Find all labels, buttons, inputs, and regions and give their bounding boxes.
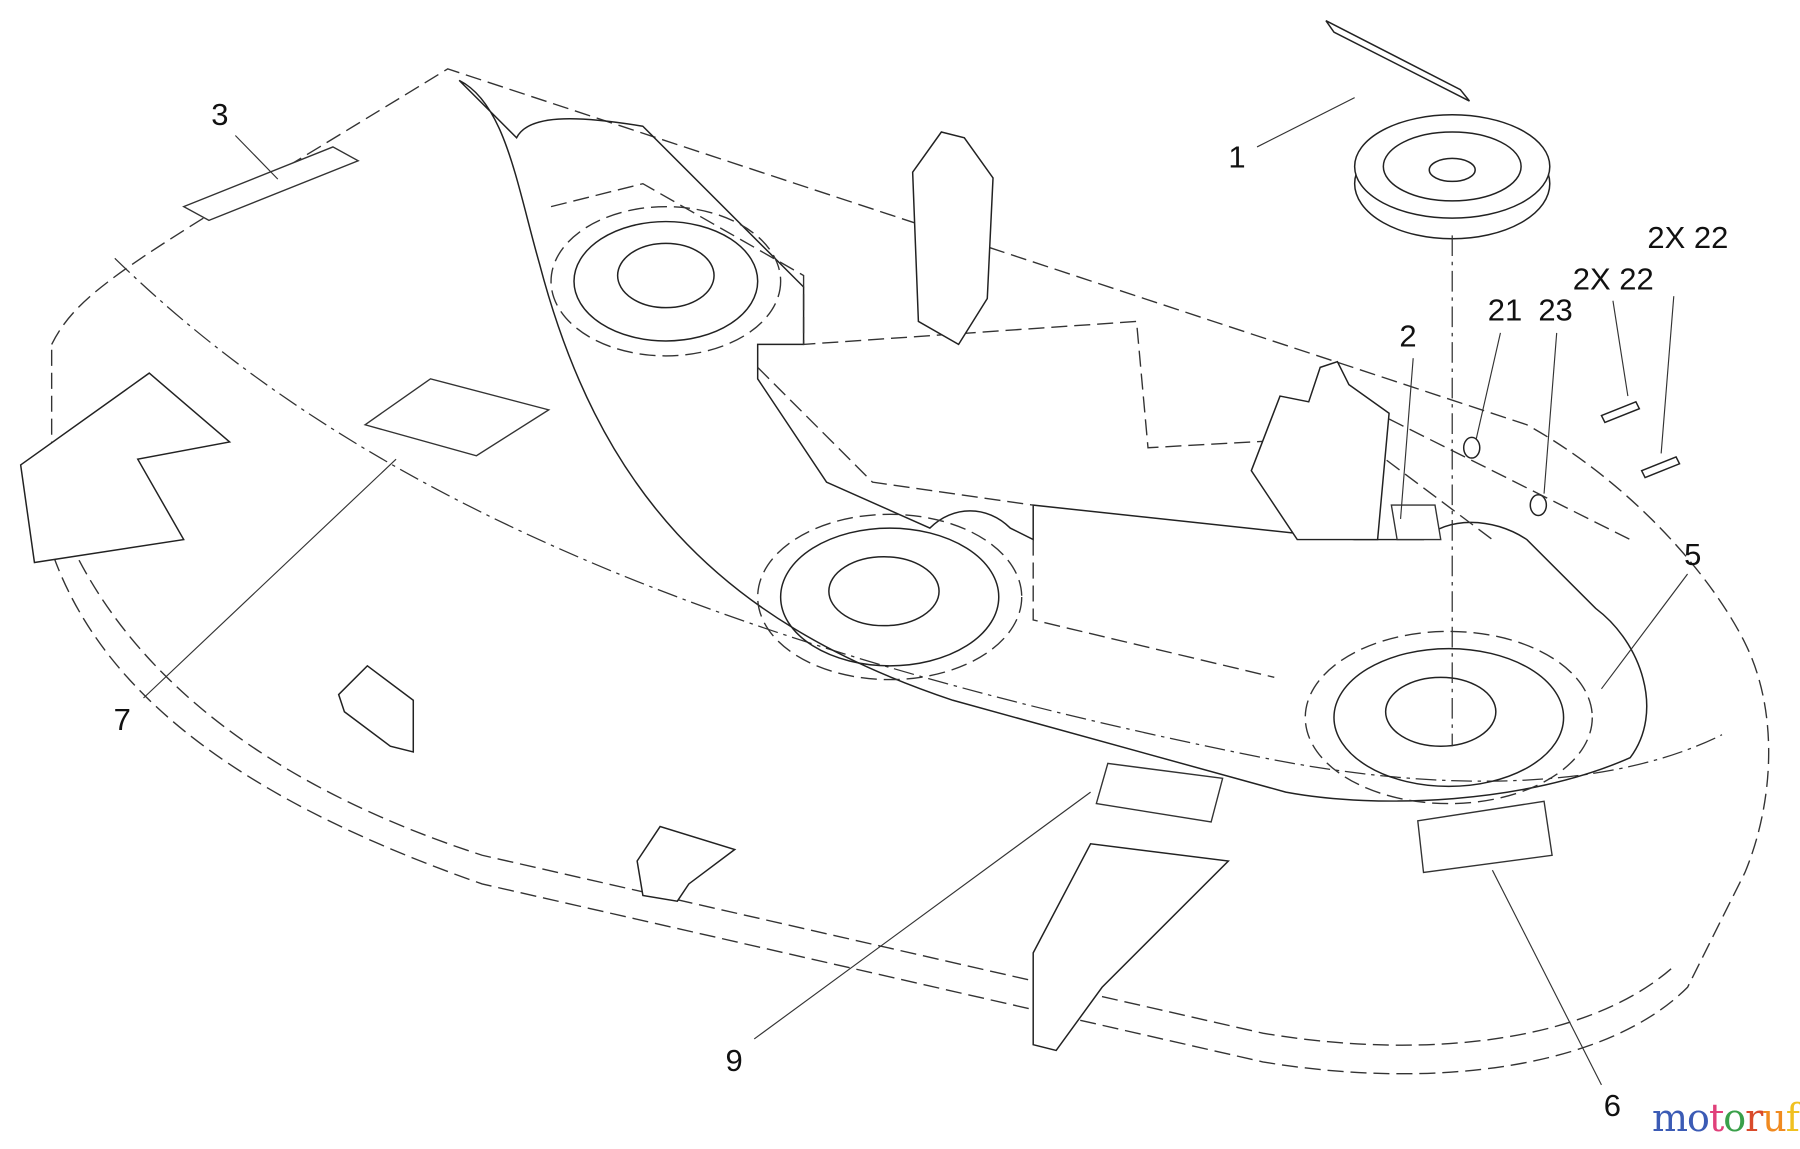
callout-5: 5 (1684, 537, 1701, 572)
belt (1325, 20, 1471, 102)
watermark-letter: u (1762, 1096, 1787, 1140)
bracket-rear (911, 131, 994, 346)
spindle-center (756, 513, 1023, 681)
callout-22-b: 2X 22 (1647, 220, 1728, 255)
washer-21 (1462, 436, 1481, 459)
pulley (1353, 114, 1551, 240)
callout-21: 21 (1488, 292, 1522, 327)
decal-3 (182, 146, 360, 222)
spindle-right (1304, 630, 1593, 805)
decal-9 (1095, 762, 1224, 823)
front-bracket-2 (636, 825, 737, 902)
watermark-letter: f (1785, 1096, 1800, 1140)
watermark-letter: m (1652, 1096, 1688, 1140)
washer-23 (1529, 494, 1548, 517)
callout-3: 3 (211, 97, 228, 132)
decal-2 (1390, 504, 1442, 541)
watermark-letter: r (1745, 1096, 1763, 1140)
watermark-letter: t (1708, 1096, 1724, 1140)
front-bracket-3 (1032, 842, 1230, 1052)
watermark-logo: motoruf.de (1652, 1096, 1800, 1140)
watermark-letter: o (1723, 1096, 1746, 1140)
callout-22-a: 2X 22 (1573, 261, 1654, 296)
decal-7 (363, 378, 551, 457)
idler-bracket (1250, 360, 1390, 541)
callout-7: 7 (114, 702, 131, 737)
watermark-letter: o (1687, 1096, 1710, 1140)
housing-inner (550, 182, 1493, 678)
watermark-suffix: .de (1799, 1116, 1800, 1135)
deck-skirt (68, 539, 1677, 1046)
callout-2: 2 (1399, 319, 1416, 354)
blade-housing (458, 79, 1648, 802)
clip-22b (1640, 455, 1681, 479)
spindle-left (550, 205, 782, 357)
front-bracket-1 (337, 664, 415, 753)
callout-23: 23 (1538, 292, 1572, 327)
decal-6 (1417, 800, 1553, 874)
callout-6: 6 (1604, 1088, 1621, 1123)
clip-22a (1600, 400, 1641, 424)
deck-outline (50, 68, 1770, 1075)
callout-9: 9 (726, 1043, 743, 1078)
callout-1: 1 (1228, 140, 1245, 175)
left-bracket (19, 372, 232, 564)
